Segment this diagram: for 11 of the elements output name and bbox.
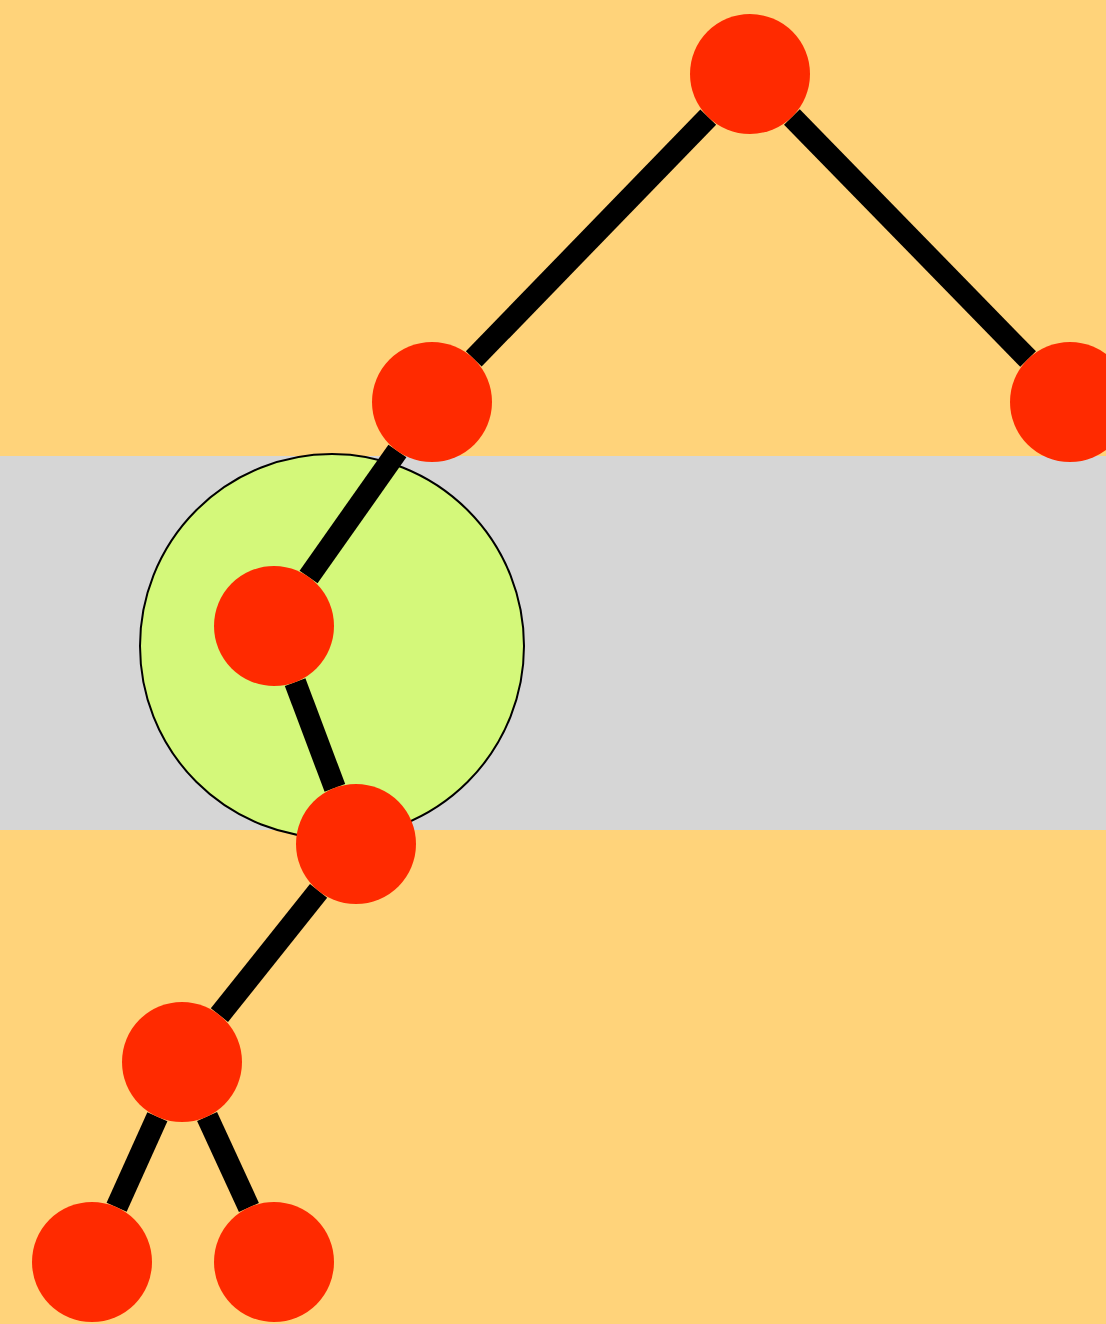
connector-line <box>284 678 346 792</box>
connector-line <box>299 444 407 584</box>
tree-node-circle <box>122 1002 242 1122</box>
connector-line <box>197 1111 259 1213</box>
tree-node-circle <box>1010 342 1106 462</box>
tree-node-circle <box>372 342 492 462</box>
connector-line <box>210 884 328 1022</box>
connector-line <box>465 109 717 367</box>
connector-line <box>784 109 1036 367</box>
connector-line <box>106 1112 168 1212</box>
tree-node-circle <box>690 14 810 134</box>
